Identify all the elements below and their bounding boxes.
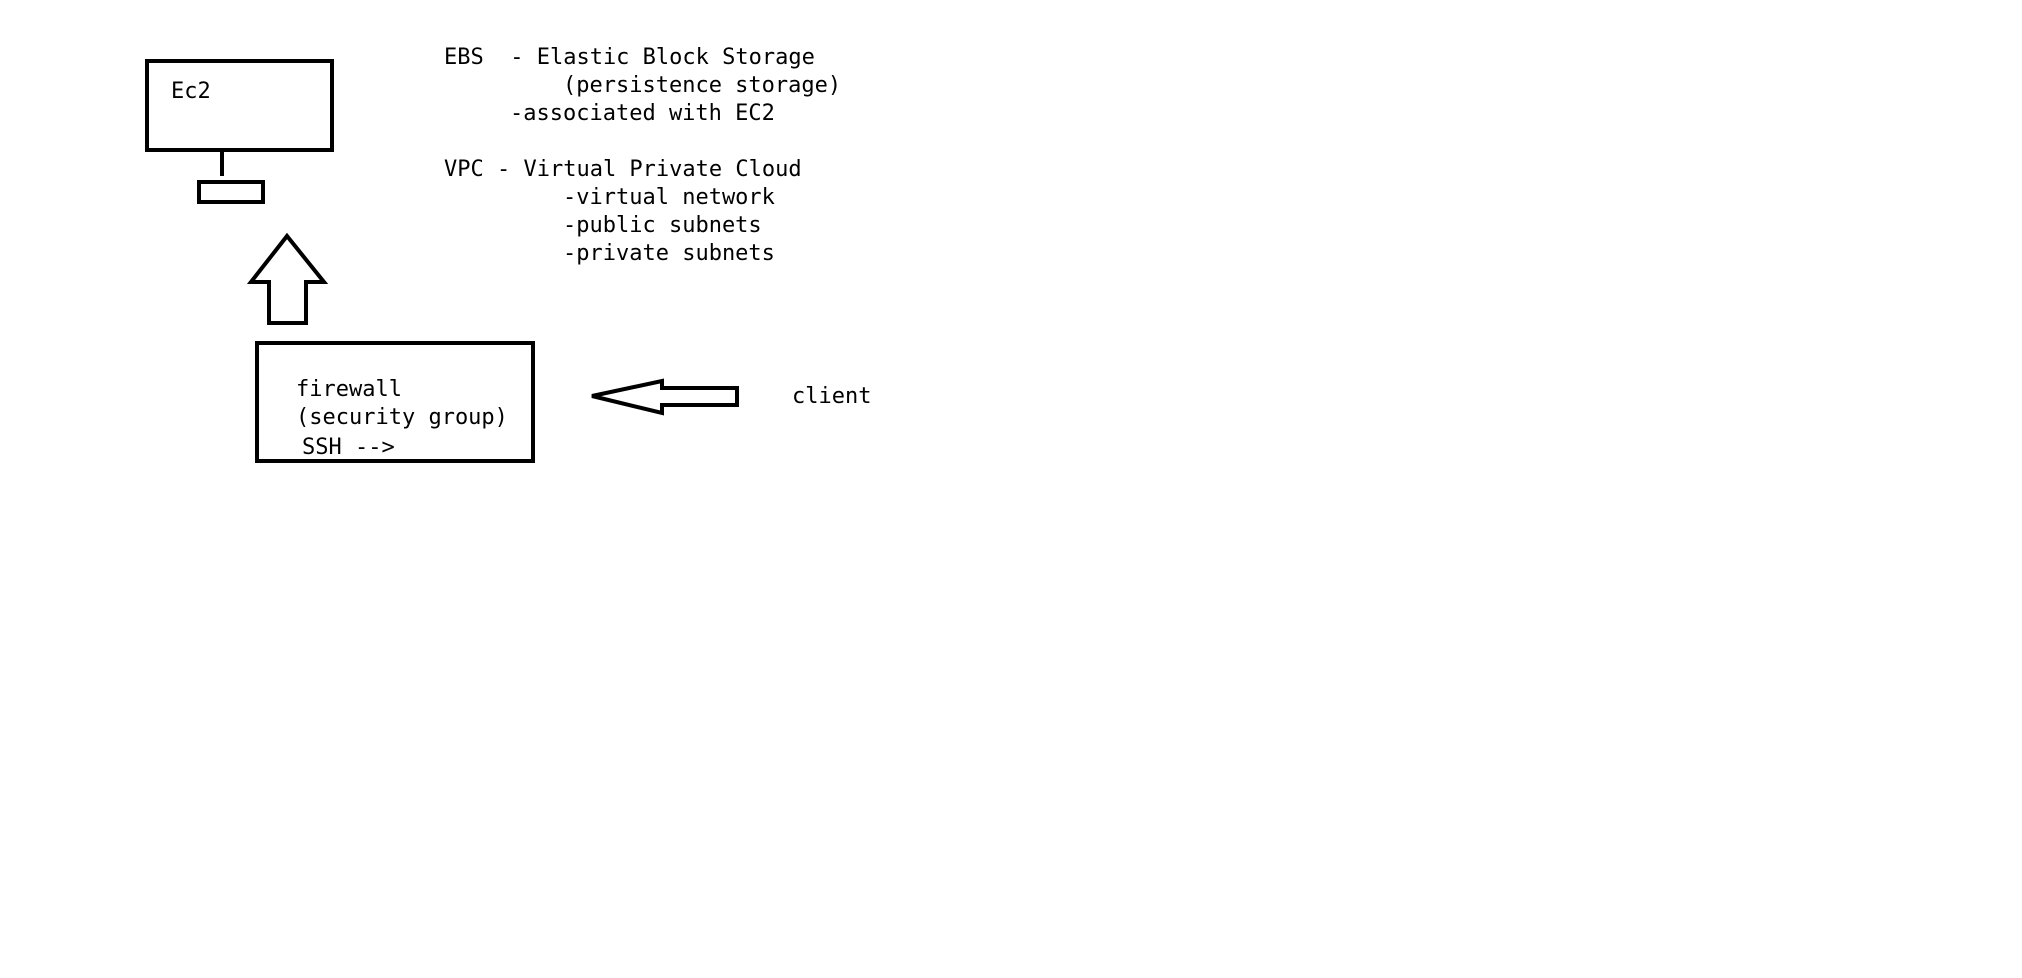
vpc-virtual-network: -virtual network (563, 185, 775, 210)
ebs-title: EBS - Elastic Block Storage (444, 45, 815, 70)
block-arrow-left-icon (591, 378, 739, 416)
monitor-stand-icon (197, 150, 265, 204)
security-group-label: (security group) (296, 405, 508, 430)
notes-block: EBS - Elastic Block Storage (persistence… (444, 45, 841, 266)
firewall-box (255, 341, 535, 463)
client-label: client (792, 384, 871, 409)
ec2-box (145, 59, 334, 152)
ec2-node: Ec2 (145, 59, 334, 204)
ebs-associated: -associated with EC2 (510, 101, 775, 126)
ssh-label: SSH --> (302, 435, 395, 460)
ec2-label: Ec2 (171, 79, 211, 104)
block-arrow-up-icon (246, 232, 329, 325)
firewall-node: firewall (security group) SSH --> (255, 341, 535, 463)
vpc-title: VPC - Virtual Private Cloud (444, 157, 802, 182)
ebs-persistence: (persistence storage) (563, 73, 841, 98)
vpc-public-subnets: -public subnets (563, 213, 762, 238)
firewall-label: firewall (296, 377, 402, 402)
vpc-private-subnets: -private subnets (563, 241, 775, 266)
